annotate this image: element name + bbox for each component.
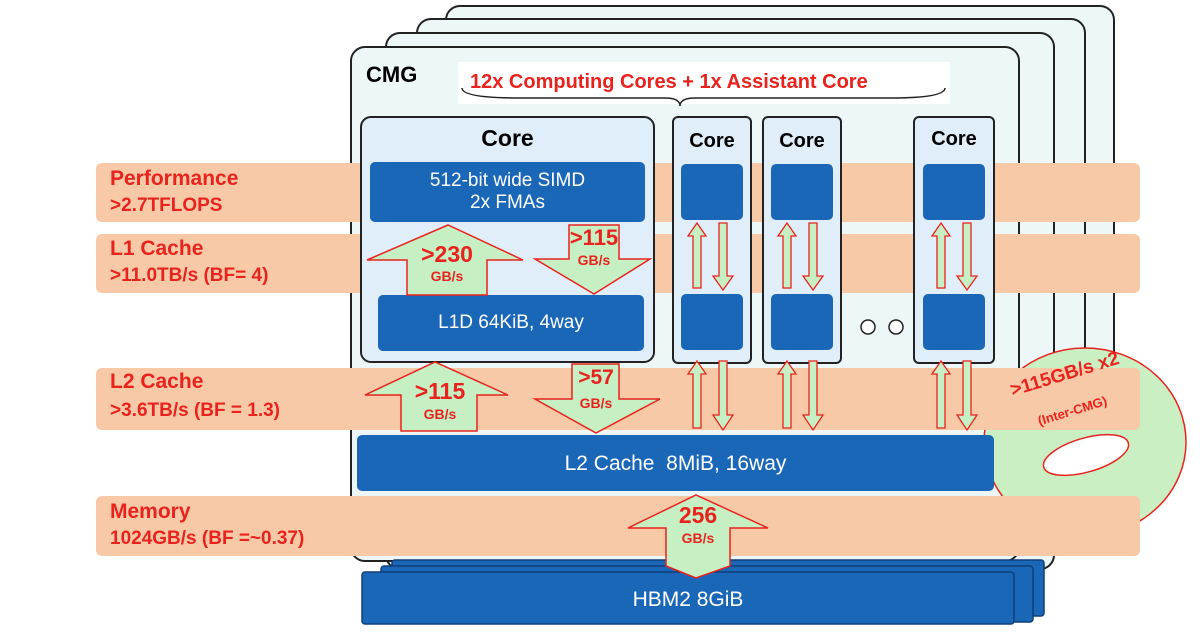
l2-cache-block	[357, 435, 994, 491]
arrow-l2-down	[532, 363, 661, 434]
small-core-3-cache	[923, 294, 985, 350]
c2-down-arrow	[801, 222, 825, 292]
simd-block	[370, 162, 645, 222]
small-core-3-title: Core	[931, 128, 977, 150]
l2-title: L2 Cache	[110, 370, 204, 393]
cmg-title: CMG	[366, 62, 418, 87]
hbm-label: HBM2 8GiB	[632, 588, 744, 611]
l1-title: L1 Cache	[110, 237, 204, 260]
l1-up-unit: GB/s	[430, 268, 464, 284]
ring-hole	[1042, 433, 1130, 477]
simd-line-2: 2x FMAs	[470, 192, 545, 213]
memory-title: Memory	[110, 500, 191, 523]
c1-up-arrow	[686, 221, 708, 289]
small-core-2-cache	[771, 294, 833, 350]
l2-cache-label: L2 Cache 8MiB, 16way	[564, 452, 787, 475]
arrow-l1-up	[366, 224, 524, 296]
arrow-memory	[627, 494, 769, 579]
c3-up-arrow	[930, 221, 952, 289]
c1-l2-down-arrow	[711, 360, 735, 432]
memory-arrow-value: 256	[678, 502, 718, 528]
l2-up-unit: GB/s	[423, 406, 457, 422]
l1-value: >11.0TB/s (BF= 4)	[110, 265, 269, 286]
memory-arrow-unit: GB/s	[681, 530, 715, 546]
c2-l2-up-arrow	[776, 359, 798, 429]
c3-l2-up-arrow	[930, 359, 952, 429]
small-core-3-exec	[923, 164, 985, 220]
performance-value: >2.7TFLOPS	[110, 195, 223, 216]
l1-down-unit: GB/s	[577, 252, 611, 268]
l1d-label: L1D 64KiB, 4way	[438, 312, 584, 333]
l1-down-value: >115	[569, 225, 619, 250]
banner-box	[458, 62, 950, 104]
hbm-stack	[361, 559, 1045, 625]
small-core-1-title: Core	[689, 130, 735, 152]
small-core-1-cache	[681, 294, 743, 350]
simd-line-1: 512-bit wide SIMD	[429, 170, 586, 191]
arrow-l2-up	[364, 361, 509, 432]
l2-down-unit: GB/s	[579, 395, 613, 411]
small-core-2-exec	[771, 164, 833, 220]
l1-up-value: >230	[421, 241, 473, 267]
l2-value: >3.6TB/s (BF = 1.3)	[110, 400, 281, 421]
l1d-block	[378, 295, 644, 351]
ellipsis-dot-2	[888, 319, 904, 335]
core-main-title: Core	[481, 125, 534, 151]
c1-down-arrow	[711, 222, 735, 292]
c2-up-arrow	[776, 221, 798, 289]
ellipsis-dot-1	[860, 319, 876, 335]
small-cores	[672, 116, 995, 364]
small-core-2-title: Core	[779, 130, 825, 152]
memory-value: 1024GB/s (BF =~0.37)	[110, 528, 305, 549]
c3-down-arrow	[955, 222, 979, 292]
c1-l2-up-arrow	[686, 359, 708, 429]
performance-title: Performance	[110, 167, 239, 190]
small-core-1-exec	[681, 164, 743, 220]
banner-brace	[461, 87, 946, 107]
l2-down-value: >57	[578, 366, 614, 389]
bandwidth-arrows	[364, 224, 769, 579]
band-memory	[96, 496, 1140, 556]
c2-l2-down-arrow	[801, 360, 825, 432]
arrow-l1-down	[532, 224, 653, 295]
c3-l2-down-arrow	[955, 360, 979, 432]
cmg-banner: 12x Computing Cores + 1x Assistant Core	[470, 71, 868, 93]
small-arrows	[686, 221, 979, 432]
l2-up-value: >115	[414, 378, 466, 404]
